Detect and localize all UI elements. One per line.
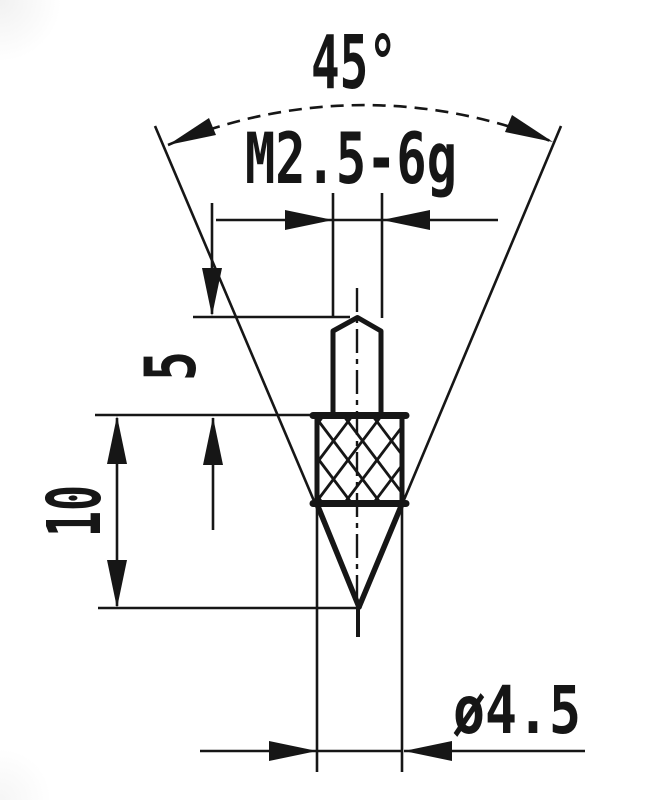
thread-length-arrowhead-upper — [202, 268, 222, 316]
thread-length-dimension: 5 — [95, 203, 350, 530]
point-length-label: 10 — [32, 485, 118, 537]
point-length-arrowhead-top — [107, 416, 127, 464]
thread-length-arrowhead-lower — [203, 417, 223, 465]
angle-arrowhead-right — [505, 115, 553, 142]
thread-arrowhead-left — [285, 210, 333, 230]
diameter-arrowhead-right — [404, 741, 452, 761]
diameter-label: ø4.5 — [453, 672, 581, 749]
thread-dimension: M2.5-6g — [216, 118, 498, 318]
point-length-arrowhead-bottom — [107, 560, 127, 608]
knurl-crosshatch — [319, 419, 400, 501]
threaded-stud-outline — [330, 315, 384, 416]
angle-arc — [167, 103, 554, 147]
point-length-dimension: 10 — [32, 416, 359, 610]
angle-arrowhead-left — [168, 118, 216, 145]
thread-length-label: 5 — [130, 351, 212, 381]
probe-tip-part — [309, 288, 410, 637]
cone-edge-right — [356, 501, 405, 610]
diameter-dimension: ø4.5 — [200, 507, 585, 772]
diameter-arrowhead-left — [269, 741, 317, 761]
thread-label: M2.5-6g — [245, 118, 457, 200]
cone-edge-left — [314, 501, 362, 610]
cone-angle-label: 45° — [311, 20, 397, 106]
thread-arrowhead-right — [382, 210, 430, 230]
cone-angle-dimension: 45° — [153, 20, 563, 608]
